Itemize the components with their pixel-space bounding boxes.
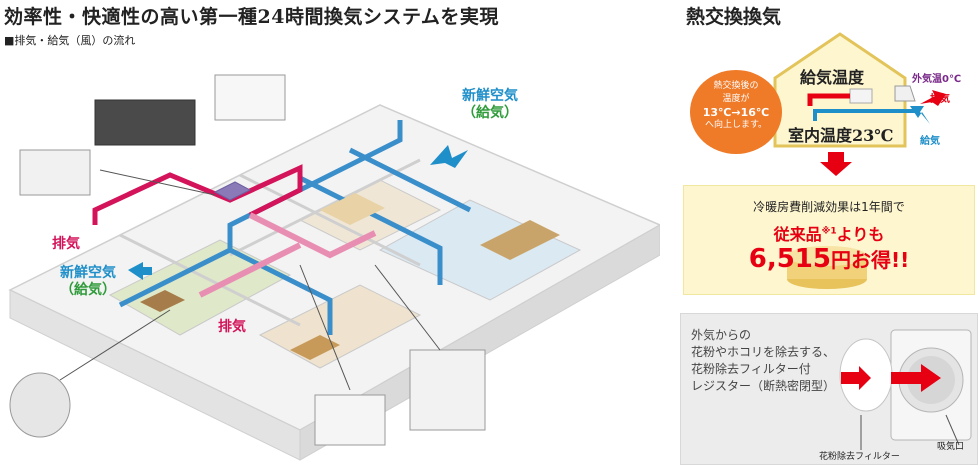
exhaust-path — [813, 109, 920, 121]
heat-exchange-title: 熱交換換気 — [686, 6, 782, 28]
fresh-duct-main — [118, 120, 403, 308]
filter-text-1: 外気からの — [691, 328, 752, 342]
savings-intro: 冷暖房費削減効果は1年間で — [753, 200, 905, 214]
ceiling-fan-unit — [214, 74, 286, 121]
amount-suffix: お得!! — [851, 248, 910, 272]
japanese-room — [108, 239, 292, 336]
exterior-hood — [9, 372, 71, 438]
outside-temp-label: 外気温0℃ — [912, 74, 962, 85]
filter-text-2: 花粉やホコリを除去する、 — [691, 345, 836, 359]
living-room — [378, 199, 582, 301]
bubble-text-1: 熱交換後の — [713, 81, 759, 91]
coin-stack-icon — [787, 246, 867, 289]
savings-amount: 6,515円お得!! — [684, 244, 974, 274]
outer-wall-right — [299, 224, 660, 461]
exhaust-label-center: 排気 — [218, 319, 246, 335]
fresh-air-left-text: 新鮮空気 — [60, 265, 116, 281]
savings-box: 冷暖房費削減効果は1年間で 従来品※1よりも 6,515円お得!! — [683, 185, 975, 295]
exhaust-label-left: 排気 — [52, 236, 80, 252]
filter-caption-label: 花粉除去フィルター — [819, 452, 900, 462]
compare-note: ※1 — [821, 226, 837, 237]
filter-box: 外気からの 花粉やホコリを除去する、 花粉除去フィルター付 レジスター（断熱密閉… — [680, 313, 978, 465]
filter-description: 外気からの 花粉やホコリを除去する、 花粉除去フィルター付 レジスター（断熱密閉… — [691, 327, 871, 395]
bed — [320, 193, 385, 225]
temperature-bubble: 熱交換後の 温度が 13℃→16℃ へ向上します。 — [690, 70, 782, 154]
supply-temp-label: 給気温度 — [800, 68, 865, 87]
savings-compare: 従来品※1よりも — [684, 221, 974, 245]
fresh-air-top-text: 新鮮空気 — [462, 88, 518, 104]
exhaust-small-label: 排気 — [930, 94, 950, 105]
filter-register-illustration — [839, 329, 972, 450]
fresh-air-label-left: 新鮮空気 （給気） — [60, 265, 116, 299]
amount-unit: 円 — [831, 248, 851, 272]
supply-small-label: 給気 — [920, 136, 940, 147]
main-title: 効率性・快適性の高い第一種24時間換気システムを実現 — [4, 6, 499, 28]
fresh-arrow-top — [430, 145, 468, 168]
sofa — [480, 220, 560, 260]
floorplan-illustration — [8, 74, 660, 461]
compare-suffix: よりも — [836, 225, 885, 244]
filter-text-3: 花粉除去フィルター付 — [691, 362, 811, 376]
flow-subtitle: ■排気・給気（風）の流れ — [4, 34, 136, 47]
bubble-text-4: へ向上します。 — [704, 120, 768, 130]
amount-value: 6,515 — [748, 244, 831, 274]
inlet-caption-label: 吸気口 — [937, 442, 965, 452]
room-temp-label: 室内温度23℃ — [788, 126, 894, 145]
low-table — [140, 290, 185, 312]
supply-in-arrow — [910, 106, 930, 124]
fresh-air-left-sub: （給気） — [60, 282, 116, 298]
bath-fan-unit — [19, 149, 91, 196]
fresh-duct-branch-3 — [348, 147, 472, 213]
fresh-air-top-sub: （給気） — [462, 105, 518, 121]
supply-path — [807, 93, 850, 106]
exchanger-core — [849, 88, 873, 104]
compare-product: 従来品 — [773, 225, 822, 244]
fresh-air-label-top: 新鮮空気 （給気） — [462, 88, 518, 122]
exhaust-duct-branch-1 — [248, 212, 377, 259]
bubble-text-2: 温度が — [722, 94, 750, 104]
heat-recovery-unit — [94, 99, 196, 146]
fresh-arrow-left — [128, 262, 152, 280]
ventilation-unit — [213, 181, 252, 201]
bubble-text-3: 13℃→16℃ — [702, 106, 770, 119]
ceiling-register — [314, 394, 386, 446]
range-hood — [409, 349, 486, 431]
heat-exchange-house — [773, 32, 946, 148]
exhaust-duct-branch-2 — [198, 242, 302, 298]
exterior-hood-small — [894, 85, 916, 102]
dining-table — [290, 335, 340, 360]
filter-text-4: レジスター（断熱密閉型） — [691, 379, 836, 393]
down-arrow-icon — [820, 152, 852, 176]
exhaust-out-arrow — [920, 90, 946, 106]
